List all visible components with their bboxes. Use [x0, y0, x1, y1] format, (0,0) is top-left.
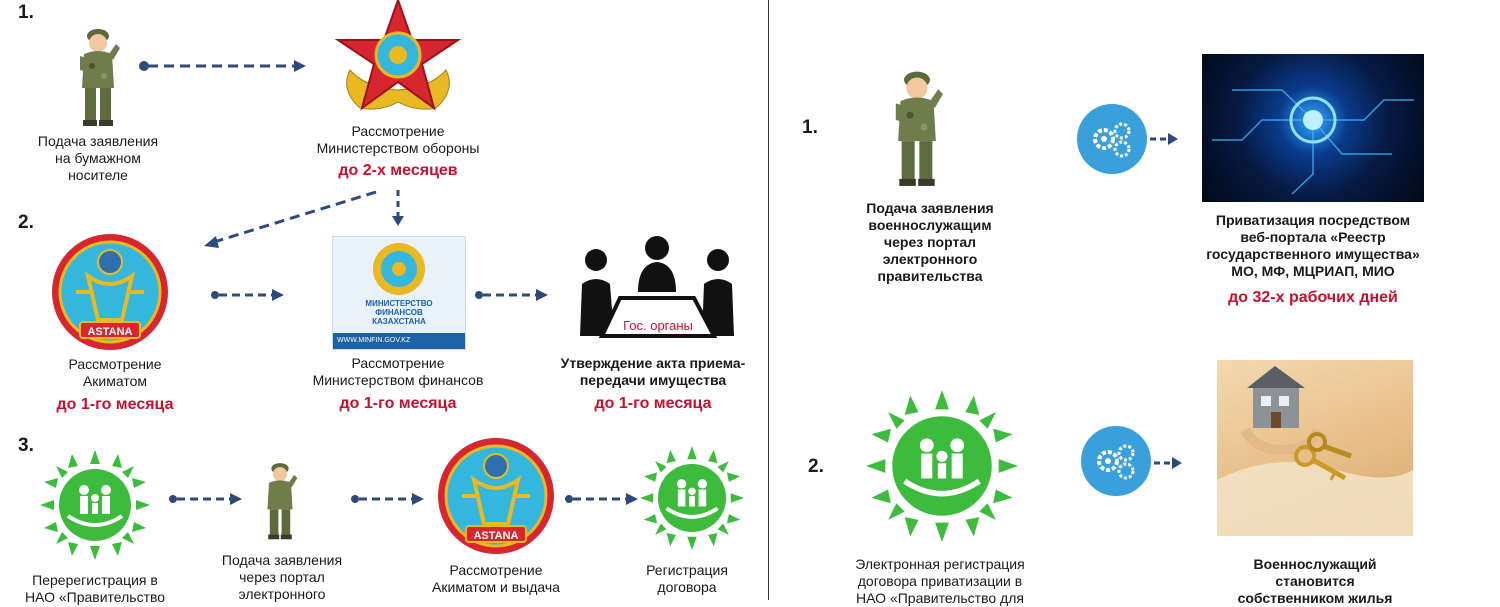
left-step1-applicant-caption: Подача заявления на бумажном носителе	[37, 133, 159, 183]
right-step1-portal-term: до 32-х рабочих дней	[1228, 289, 1398, 306]
left-step3-apply-caption: Подача заявления через портал электронно…	[221, 552, 343, 602]
left-step2-akimat-term: до 1-го месяца	[56, 396, 174, 413]
digital-portal-image	[1202, 54, 1424, 202]
astana-text: ASTANA	[473, 530, 518, 542]
left-step2-act-term: до 1-го месяца	[594, 395, 712, 412]
arrow-connector	[169, 493, 242, 505]
left-step2-act-caption: Утверждение акта приема- передачи имущес…	[560, 355, 746, 388]
left-step3-akimat-caption: Рассмотрение Акиматом и выдача	[432, 562, 560, 595]
left-step2-number: 2.	[18, 212, 34, 233]
right-step2-owner-caption: Военнослужащий становится собственником …	[1237, 556, 1393, 606]
right-step2-number: 2.	[808, 456, 824, 477]
left-step3-rereg-caption: Перерегистрация в НАО «Правительство	[24, 572, 166, 605]
ministry-finance-logo: МИНИСТЕРСТВО ФИНАНСОВ КАЗАХСТАНА WWW.MIN…	[332, 236, 466, 350]
house-keys-image	[1217, 360, 1413, 536]
arrow-connector	[565, 493, 638, 505]
soldier-icon	[895, 71, 943, 186]
ministry-defense-emblem	[334, 0, 462, 111]
arrow-connector	[139, 60, 306, 72]
left-step2-minfin-term: до 1-го месяца	[339, 395, 457, 412]
minfin-logo-text: МИНИСТЕРСТВО ФИНАНСОВ КАЗАХСТАНА	[365, 299, 433, 326]
arrow-connector	[475, 289, 548, 301]
left-step2-minfin-caption: Рассмотрение Министерством финансов	[312, 355, 484, 388]
meeting-people-icon	[580, 236, 734, 338]
right-step1-applicant-caption: Подача заявления военнослужащим через по…	[866, 200, 994, 284]
astana-text: ASTANA	[87, 326, 132, 338]
right-step1-number: 1.	[802, 117, 818, 138]
left-step1-number: 1.	[18, 2, 34, 23]
gear-icon	[1077, 104, 1147, 174]
right-step1-portal-caption: Приватизация посредством веб-портала «Ре…	[1206, 212, 1420, 279]
soldier-icon	[267, 463, 298, 540]
gov-for-citizens-logo	[40, 450, 150, 560]
gov-bodies-label: Гос. органы	[623, 318, 693, 333]
gov-for-citizens-logo	[866, 390, 1018, 542]
akimat-emblem: ASTANA	[438, 438, 554, 554]
gear-icon	[1081, 426, 1151, 496]
arrow-connector	[351, 493, 424, 505]
finance-emblem-icon	[373, 243, 425, 295]
soldier-icon	[80, 29, 120, 126]
akimat-emblem: ASTANA	[52, 234, 168, 350]
left-step3-reg-caption: Регистрация договора	[646, 562, 728, 595]
left-step3-number: 3.	[18, 435, 34, 456]
panel-divider	[768, 0, 769, 600]
arrow-connector	[1154, 457, 1182, 469]
gov-for-citizens-logo	[640, 446, 744, 550]
left-step1-mod-caption: Рассмотрение Министерством обороны	[316, 123, 480, 156]
left-step2-akimat-caption: Рассмотрение Акиматом	[68, 356, 162, 389]
left-step1-mod-term: до 2-х месяцев	[338, 162, 458, 179]
arrow-connector	[1150, 133, 1178, 145]
right-step2-ereg-caption: Электронная регистрация договора привати…	[855, 556, 1025, 606]
arrow-connector	[211, 289, 284, 301]
arrow-connector-mod-akimat	[204, 190, 404, 248]
minfin-logo-url: WWW.MINFIN.GOV.KZ	[333, 333, 465, 349]
